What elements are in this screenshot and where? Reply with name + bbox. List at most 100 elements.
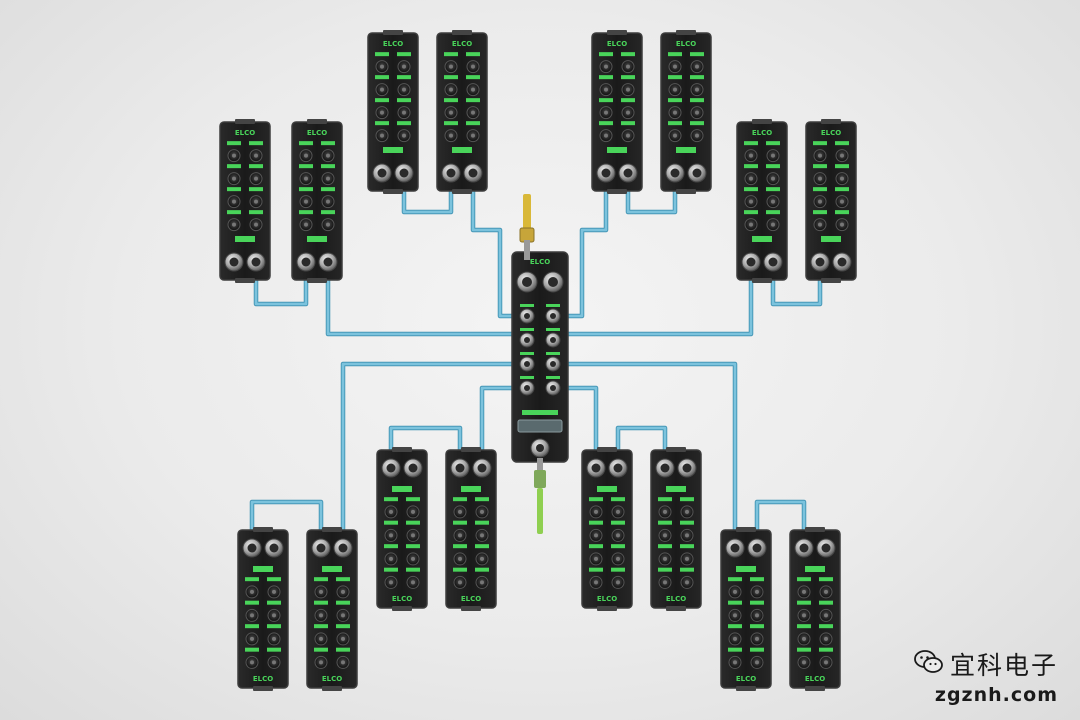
status-led <box>227 164 241 169</box>
port-pin <box>341 613 345 618</box>
mounting-tab <box>736 686 756 691</box>
connector-socket <box>821 543 831 553</box>
port-pin <box>594 580 598 585</box>
status-led <box>299 187 313 192</box>
port-pin <box>380 110 384 115</box>
port-pin <box>663 533 667 538</box>
hub-brand-label: ELCO <box>530 258 550 266</box>
port-pin <box>749 199 753 204</box>
status-led <box>384 544 398 549</box>
data-cable <box>537 488 543 534</box>
port-pin <box>749 176 753 181</box>
status-led <box>668 75 682 80</box>
port-pin <box>663 509 667 514</box>
port-pin <box>685 533 689 538</box>
port-pin <box>449 64 453 69</box>
mounting-tab <box>383 189 403 194</box>
port-pin <box>840 153 844 158</box>
port-pin <box>319 589 323 594</box>
status-led <box>611 567 625 572</box>
status-led <box>444 121 458 126</box>
status-led <box>227 187 241 192</box>
port-pin <box>733 589 737 594</box>
mounting-tab <box>452 189 472 194</box>
status-led <box>668 121 682 126</box>
cable-layer <box>249 178 823 543</box>
mounting-tab <box>235 119 255 124</box>
status-led <box>314 600 328 605</box>
status-led <box>249 187 263 192</box>
status-strip <box>752 236 772 242</box>
connector-socket <box>730 543 740 553</box>
status-strip <box>452 147 472 153</box>
port-pin <box>341 660 345 665</box>
port-pin <box>626 64 630 69</box>
status-led <box>299 164 313 169</box>
port-pin <box>685 509 689 514</box>
status-led <box>321 164 335 169</box>
connector-socket <box>269 543 279 553</box>
status-led <box>245 577 259 582</box>
brand-label: ELCO <box>235 129 255 137</box>
connector-socket <box>623 168 633 178</box>
connector-socket <box>386 463 396 473</box>
port-pin <box>673 110 677 115</box>
status-led <box>406 544 420 549</box>
brand-label: ELCO <box>392 595 412 603</box>
port-pin <box>802 660 806 665</box>
port-pin <box>480 533 484 538</box>
port-pin <box>695 133 699 138</box>
daisy-chain-cable <box>755 500 806 542</box>
connector-socket <box>670 168 680 178</box>
io-module: ELCO <box>805 119 857 283</box>
status-led <box>384 567 398 572</box>
port-pin <box>341 589 345 594</box>
port-pin <box>250 636 254 641</box>
watermark-title: 宜科电子 <box>949 651 1058 680</box>
port-pin <box>594 509 598 514</box>
mounting-tab <box>452 30 472 35</box>
status-led <box>267 577 281 582</box>
status-led <box>397 75 411 80</box>
port-pin <box>604 110 608 115</box>
status-led <box>336 624 350 629</box>
connector-socket <box>316 543 326 553</box>
status-strip <box>821 236 841 242</box>
port-pin <box>389 509 393 514</box>
connector-socket <box>301 257 311 267</box>
status-led <box>406 520 420 525</box>
brand-label: ELCO <box>597 595 617 603</box>
watermark-url: zgznh.com <box>934 684 1058 706</box>
port-pin <box>304 222 308 227</box>
port-pin <box>232 199 236 204</box>
brand-label: ELCO <box>736 675 756 683</box>
daisy-chain-cable <box>389 426 462 462</box>
status-led <box>314 577 328 582</box>
status-led <box>611 520 625 525</box>
daisy-chain-cable <box>616 426 667 462</box>
port-pin <box>304 199 308 204</box>
data-plug <box>534 470 546 488</box>
status-strip <box>253 566 273 572</box>
connector-socket <box>768 257 778 267</box>
status-led <box>611 544 625 549</box>
status-led <box>299 141 313 146</box>
port-pin <box>824 613 828 618</box>
port-pin <box>449 133 453 138</box>
mounting-tab <box>607 189 627 194</box>
port-pin <box>326 199 330 204</box>
mounting-tab <box>676 189 696 194</box>
status-led <box>690 98 704 103</box>
hub-port-socket <box>524 361 530 367</box>
port-pin <box>232 153 236 158</box>
port-pin <box>326 176 330 181</box>
status-led <box>406 497 420 502</box>
hub-display <box>517 419 563 433</box>
status-strip <box>322 566 342 572</box>
io-module: ELCO <box>376 447 428 611</box>
port-pin <box>673 87 677 92</box>
port-pin <box>272 613 276 618</box>
brand-label: ELCO <box>383 40 403 48</box>
mounting-tab <box>461 606 481 611</box>
status-led <box>690 121 704 126</box>
